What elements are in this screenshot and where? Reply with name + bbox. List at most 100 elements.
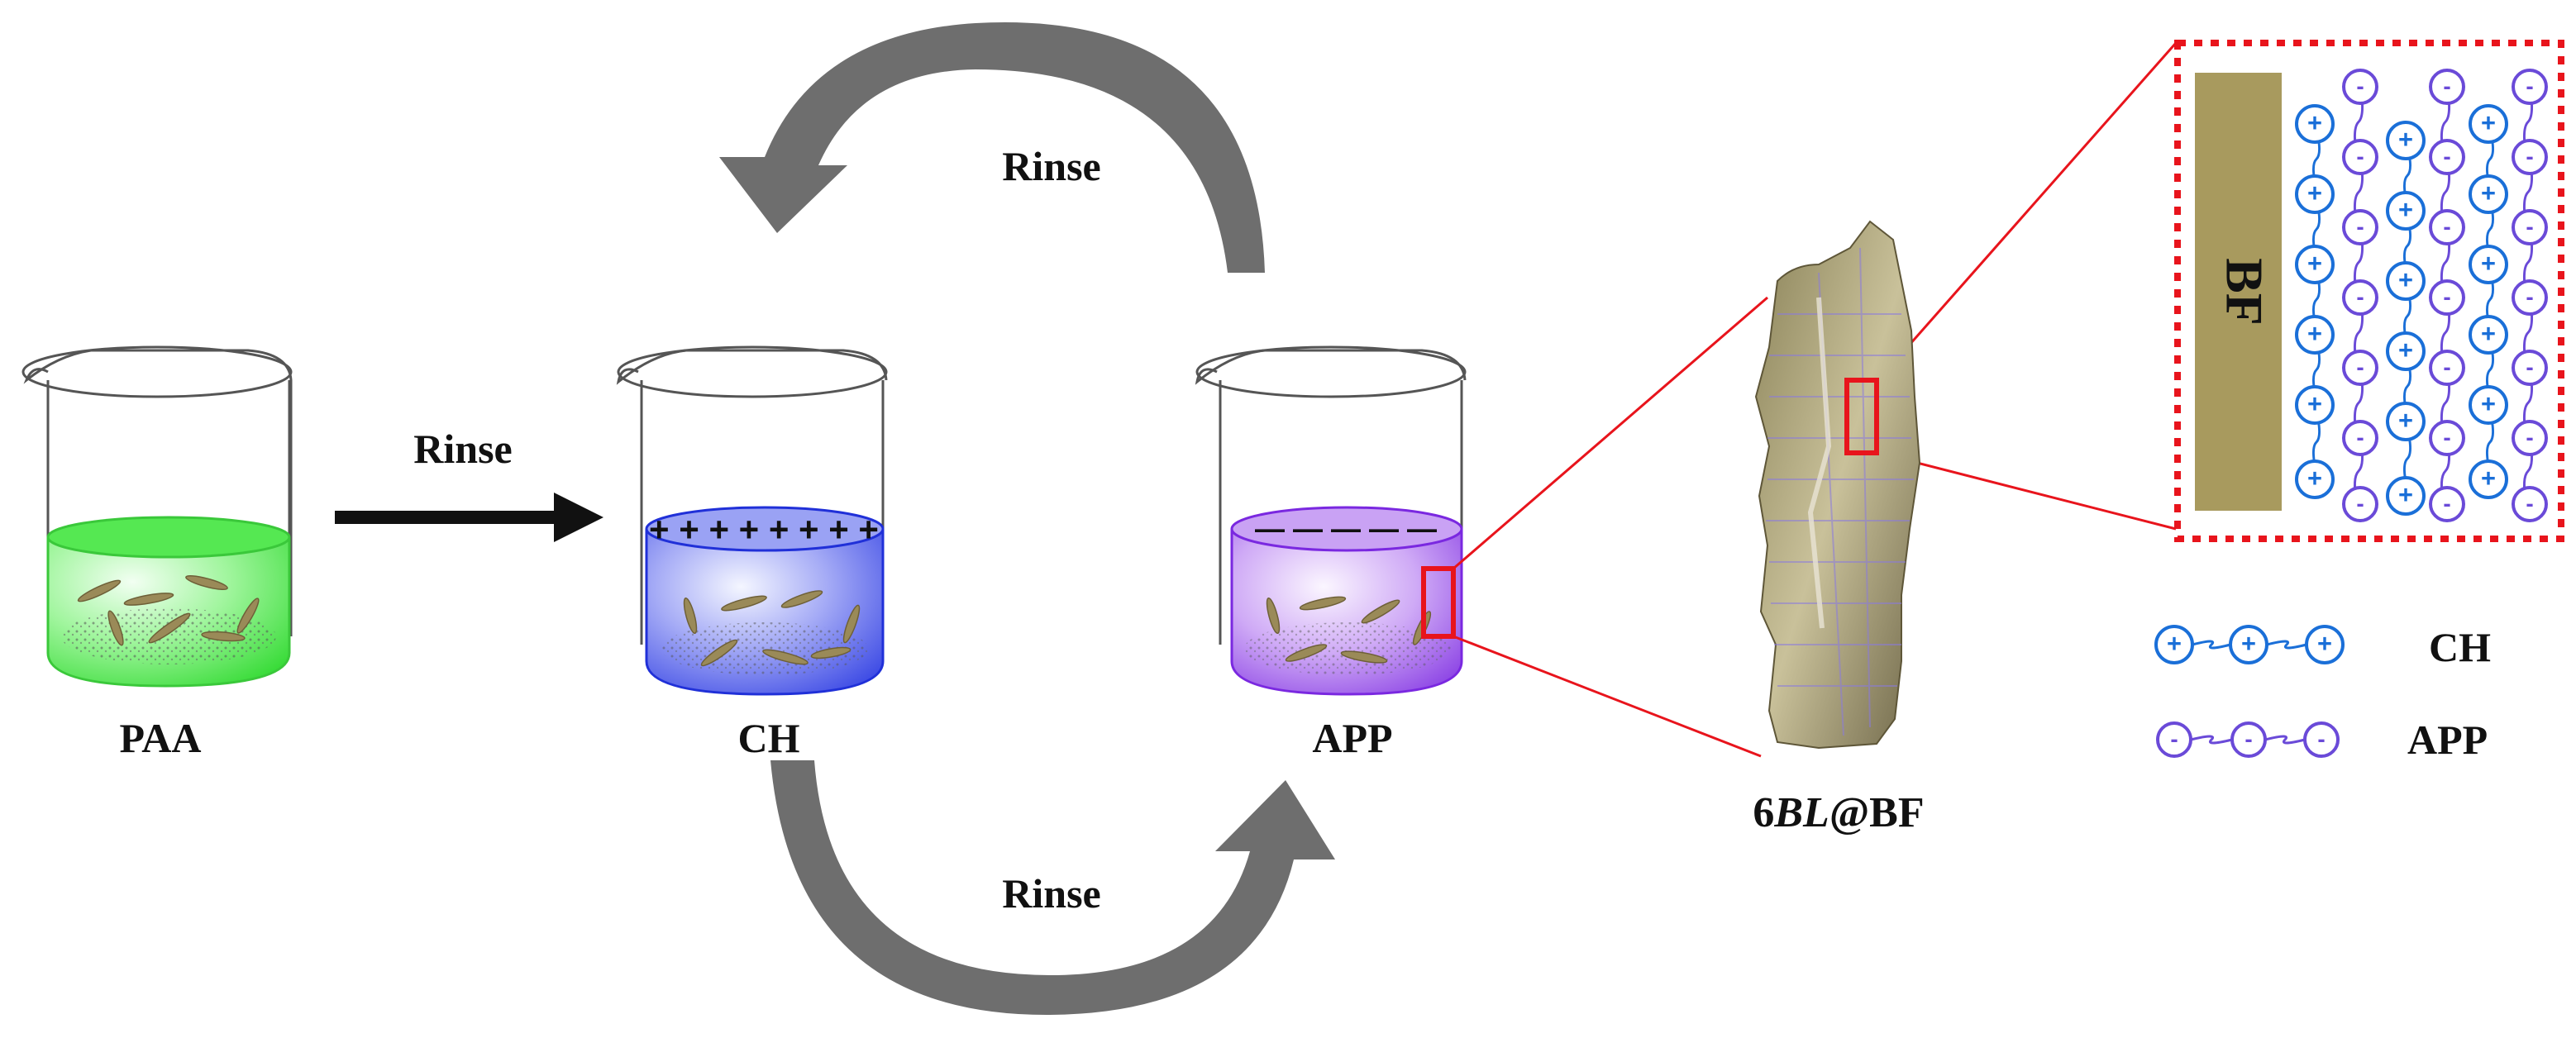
beaker-paa: PAA (21, 345, 293, 761)
legend-app-chain-icon: --- (2156, 721, 2340, 758)
app-particle: - (2429, 209, 2465, 245)
legend-ch-particle: + (2154, 625, 2194, 664)
app-particle: - (2342, 279, 2378, 316)
ch-particle: + (2295, 315, 2335, 355)
app-surface-charge: — — — — — (1255, 512, 1437, 545)
svg-text:-: - (2443, 424, 2450, 450)
rinse-label-bottom: Rinse (1002, 870, 1100, 917)
app-particle: - (2429, 420, 2465, 456)
app-particle: - (2429, 486, 2465, 522)
legend-app-link (2264, 735, 2306, 745)
svg-text:-: - (2443, 283, 2450, 309)
app-particle: - (2429, 139, 2465, 175)
app-particle: - (2429, 279, 2465, 316)
app-particle: - (2512, 139, 2548, 175)
legend-ch: + + + CH (2154, 624, 2491, 670)
ch-particle: + (2386, 402, 2426, 441)
svg-text:-: - (2526, 73, 2533, 98)
svg-text:-: - (2356, 354, 2364, 379)
beaker-app: — — — — — APP (1195, 345, 1467, 761)
svg-text:+: + (2398, 480, 2413, 509)
ch-particle: + (2386, 476, 2426, 516)
fiber-highlight-box (1844, 378, 1879, 455)
svg-text:+: + (2481, 179, 2496, 207)
legend-app: --- APP (2156, 717, 2488, 763)
svg-text:-: - (2356, 73, 2364, 98)
svg-text:+: + (2481, 464, 2496, 493)
ch-particle: + (2295, 245, 2335, 284)
svg-text:+: + (2481, 389, 2496, 418)
svg-text:-: - (2526, 424, 2533, 450)
svg-text:+: + (2317, 629, 2332, 658)
app-particle: - (2342, 486, 2378, 522)
svg-text:-: - (2356, 213, 2364, 239)
app-particle: - (2512, 486, 2548, 522)
beaker-label-app: APP (1312, 715, 1392, 761)
app-particle: - (2429, 350, 2465, 386)
legend-ch-particle: + (2229, 625, 2268, 664)
svg-text:-: - (2244, 726, 2252, 751)
legend-ch-link (2266, 640, 2307, 650)
svg-text:+: + (2307, 319, 2322, 348)
svg-text:-: - (2317, 726, 2325, 751)
svg-text:-: - (2526, 143, 2533, 169)
app-particle: - (2342, 350, 2378, 386)
legend-ch-link (2192, 640, 2231, 650)
ch-particle: + (2386, 121, 2426, 160)
svg-text:+: + (2307, 108, 2322, 137)
rinse-label-top: Rinse (1002, 143, 1100, 189)
legend-ch-label: CH (2429, 624, 2491, 670)
svg-text:+: + (2398, 265, 2413, 294)
app-particle: - (2429, 69, 2465, 105)
bf-label: BF (2215, 258, 2273, 326)
ch-particle: + (2469, 315, 2508, 355)
ch-particle: + (2469, 174, 2508, 214)
app-particle: - (2342, 139, 2378, 175)
svg-text:+: + (2481, 319, 2496, 348)
zoom-lines (1453, 42, 2178, 758)
ch-particle: + (2295, 459, 2335, 499)
svg-text:-: - (2526, 490, 2533, 516)
legend-ch-chain-icon: + + + (2154, 625, 2345, 664)
zoom-panel: BF ++++++++++++++++++-------------------… (2174, 40, 2564, 542)
ch-particle: + (2295, 385, 2335, 425)
legend-app-particle: - (2303, 721, 2340, 758)
svg-text:-: - (2443, 490, 2450, 516)
svg-text:+: + (2398, 195, 2413, 224)
svg-text:-: - (2443, 354, 2450, 379)
svg-text:+: + (2398, 125, 2413, 154)
beaker-ch: + + + + + + + + CH (616, 345, 888, 761)
beaker-label-ch: CH (738, 715, 800, 761)
svg-text:+: + (2307, 464, 2322, 493)
app-particle: - (2512, 350, 2548, 386)
svg-text:+: + (2307, 179, 2322, 207)
svg-text:+: + (2307, 389, 2322, 418)
rinse-arrow-paa-ch: Rinse (335, 426, 603, 542)
svg-text:+: + (2241, 629, 2256, 658)
svg-text:-: - (2443, 73, 2450, 98)
svg-text:-: - (2526, 213, 2533, 239)
svg-text:+: + (2398, 406, 2413, 435)
app-particle: - (2512, 420, 2548, 456)
cycle-arrow-top: Rinse (719, 22, 1265, 273)
ch-particle: + (2469, 245, 2508, 284)
legend-ch-particle: + (2305, 625, 2345, 664)
ch-particle: + (2386, 261, 2426, 301)
svg-text:-: - (2443, 143, 2450, 169)
app-particle: - (2342, 420, 2378, 456)
svg-text:-: - (2526, 283, 2533, 309)
ch-particle: + (2386, 191, 2426, 231)
svg-text:-: - (2356, 283, 2364, 309)
app-particle: - (2342, 209, 2378, 245)
app-particle: - (2512, 209, 2548, 245)
svg-text:-: - (2356, 143, 2364, 169)
legend-app-particle: - (2156, 721, 2192, 758)
beaker-label-paa: PAA (119, 715, 201, 761)
rinse-label-1: Rinse (413, 426, 512, 472)
legend-app-particle: - (2230, 721, 2267, 758)
legend-app-link (2190, 735, 2233, 745)
fiber-label: 6BL@BF (1753, 789, 1924, 836)
svg-text:-: - (2443, 213, 2450, 239)
ch-particle: + (2469, 385, 2508, 425)
